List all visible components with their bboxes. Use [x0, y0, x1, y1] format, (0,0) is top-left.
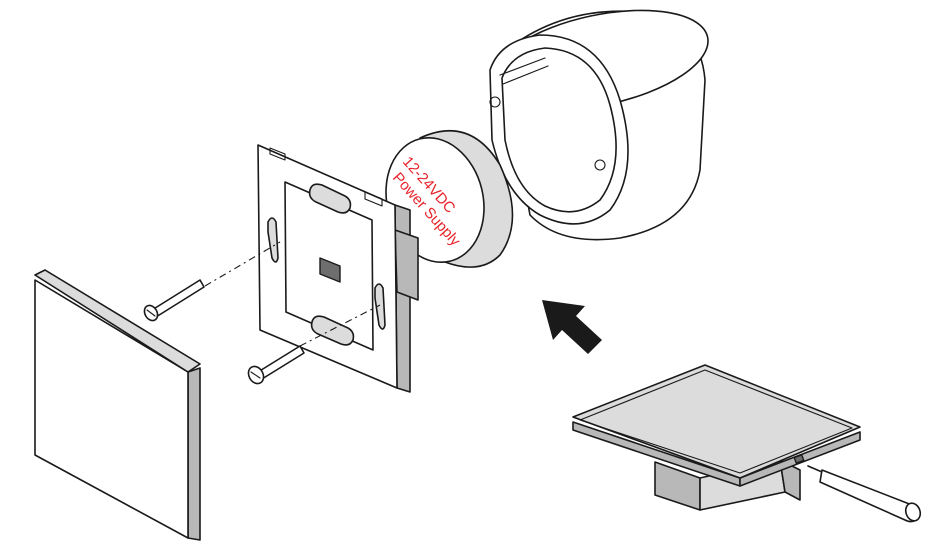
wall-back-box [489, 9, 709, 241]
screw-icon-lower [247, 345, 305, 385]
power-supply-puck: 12-24VDC Power Supply [385, 130, 514, 268]
mounting-frame [257, 144, 419, 393]
arrow-up-left-icon [542, 300, 602, 354]
screw-icon [143, 279, 205, 322]
alignment-lines [204, 241, 381, 347]
screwdriver-icon [807, 465, 922, 523]
assembled-switch [572, 364, 861, 511]
front-glass-panel [34, 269, 201, 541]
